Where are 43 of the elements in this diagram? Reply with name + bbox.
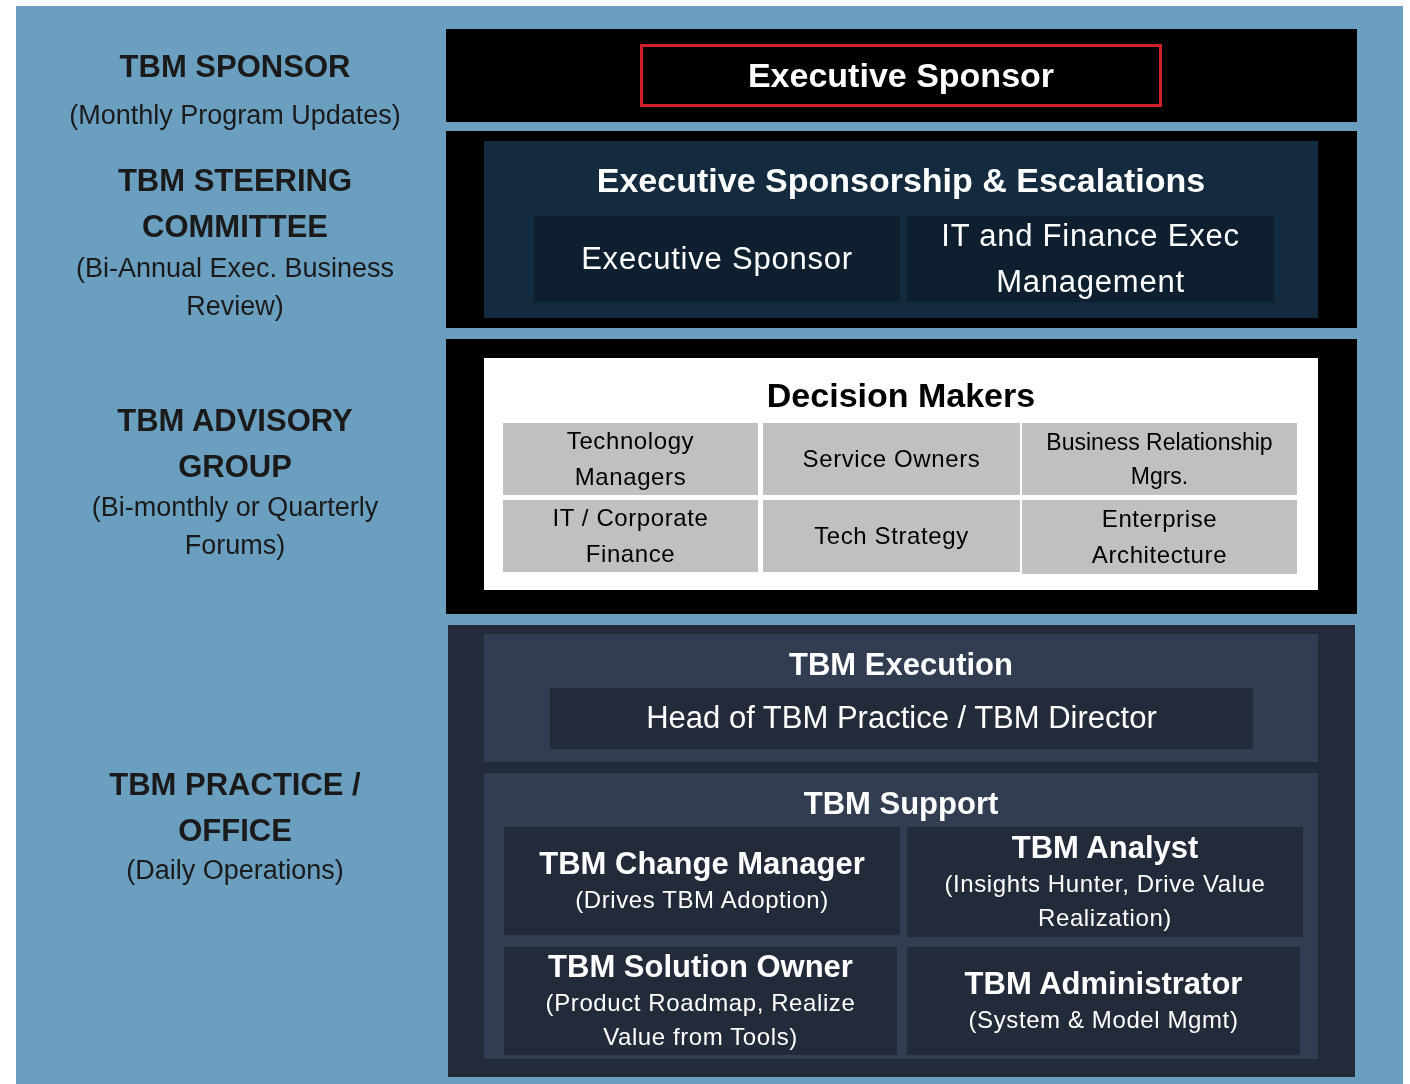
role-cell xyxy=(503,423,758,495)
tier-title: TBM STEERING COMMITTEE xyxy=(116,162,354,246)
tier-note: (Bi-monthly or Quarterly Forums) xyxy=(90,491,380,562)
tier-note: (Monthly Program Updates) xyxy=(68,99,402,132)
role-title: Technology Managers xyxy=(565,426,696,492)
role-title: TBM Administrator xyxy=(964,965,1243,1003)
role-title: TBM Solution Owner xyxy=(548,948,853,986)
role-note: (Drives TBM Adoption) xyxy=(574,885,830,915)
panel-heading: TBM Support xyxy=(802,785,1000,823)
role-title: IT and Finance Exec Management xyxy=(940,217,1241,301)
tier-band xyxy=(446,131,1357,328)
panel-heading: Executive Sponsorship & Escalations xyxy=(595,160,1207,201)
tier-note: (Daily Operations) xyxy=(125,854,345,887)
role-box xyxy=(640,44,1162,107)
role-cell xyxy=(503,500,758,572)
role-title: IT / Corporate Finance xyxy=(551,503,710,569)
panel-heading: TBM Execution xyxy=(788,646,1014,684)
group-panel xyxy=(484,141,1318,318)
group-panel xyxy=(484,358,1318,590)
role-note: (System & Model Mgmt) xyxy=(967,1005,1240,1035)
role-title: TBM Change Manager xyxy=(539,845,865,883)
role-title: Tech Strategy xyxy=(813,521,970,551)
tier-title: TBM SPONSOR xyxy=(118,48,352,86)
panel-heading: Decision Makers xyxy=(765,375,1037,416)
tier-note: (Bi-Annual Exec. Business Review) xyxy=(74,252,396,323)
tier-title: TBM PRACTICE / OFFICE xyxy=(108,766,362,850)
role-title: Head of TBM Practice / TBM Director xyxy=(646,699,1157,738)
tier-title: TBM ADVISORY GROUP xyxy=(116,402,354,486)
tier-band xyxy=(448,625,1355,1077)
role-title: Executive Sponsor xyxy=(581,240,853,278)
role-title: Service Owners xyxy=(801,444,982,474)
role-cell xyxy=(763,423,1020,495)
role-title: Enterprise Architecture xyxy=(1090,504,1229,570)
role-cell xyxy=(1022,423,1297,495)
role-title: TBM Analyst xyxy=(1011,829,1199,867)
role-title: Executive Sponsor xyxy=(747,55,1055,96)
role-note: (Insights Hunter, Drive Value Realization) xyxy=(943,869,1267,933)
role-cell xyxy=(763,500,1020,572)
role-cell xyxy=(1022,500,1297,574)
role-title: Business Relationship Mgrs. xyxy=(1045,428,1274,491)
tier-band xyxy=(446,339,1357,614)
role-note: (Product Roadmap, Realize Value from Tools) xyxy=(544,988,857,1052)
tier-band xyxy=(446,29,1357,122)
